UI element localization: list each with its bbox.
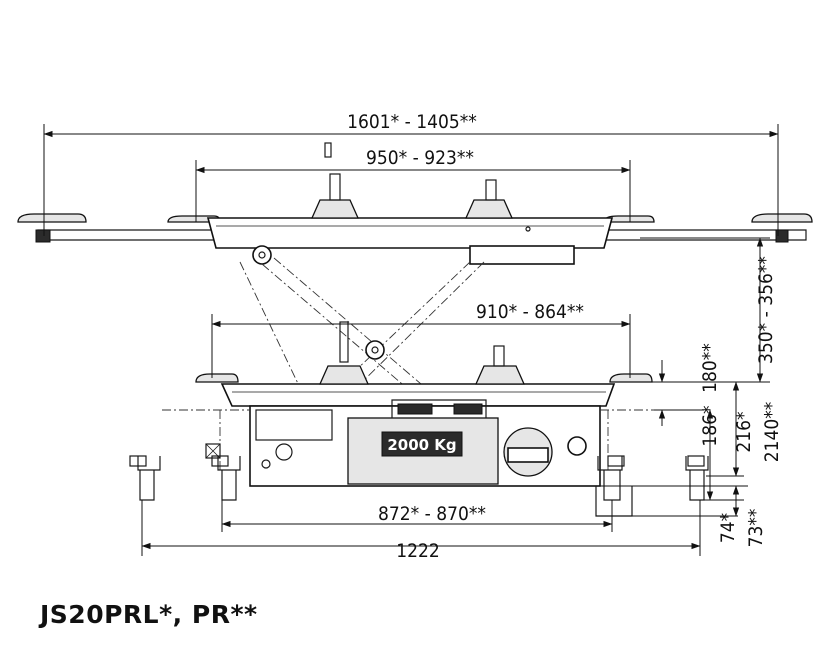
dim-label-height-max: 2140** (761, 401, 783, 462)
model-title: JS20PRL*, PR** (40, 600, 258, 629)
capacity-badge: 2000 Kg (387, 436, 456, 454)
dim-label-arm-span: 950* - 923** (366, 147, 474, 169)
dim-label-total-length: 1222 (396, 540, 440, 562)
dim-label-overall-width: 1601* - 1405** (347, 111, 477, 133)
dimension-arm-span: 950* - 923** (195, 147, 631, 222)
dim-label-height-closed: 180** (699, 343, 721, 393)
dimension-base-span: 872* - 870** (221, 500, 613, 532)
lower-base-assembly: 2000 Kg (162, 345, 688, 487)
vertical-dimension-lines (600, 237, 770, 517)
dim-label-height-closed-alt: 186* (699, 405, 721, 447)
feet (129, 455, 738, 517)
dim-label-foot-height: 74* (717, 512, 739, 543)
dim-label-base-span: 872* - 870** (378, 503, 486, 525)
dimension-total-length: 1222 (141, 500, 701, 562)
upper-arm-assembly (17, 142, 813, 265)
dim-label-upper-span: 910* - 864** (476, 301, 584, 323)
dimension-upper-span: 910* - 864** (211, 301, 631, 378)
dim-label-foot-height-alt: 73** (745, 508, 767, 547)
dim-label-height-min: 216* (733, 411, 755, 453)
dimension-overall-width: 1601* - 1405** (43, 111, 779, 236)
dim-label-height-top: 350* - 356** (755, 256, 777, 364)
